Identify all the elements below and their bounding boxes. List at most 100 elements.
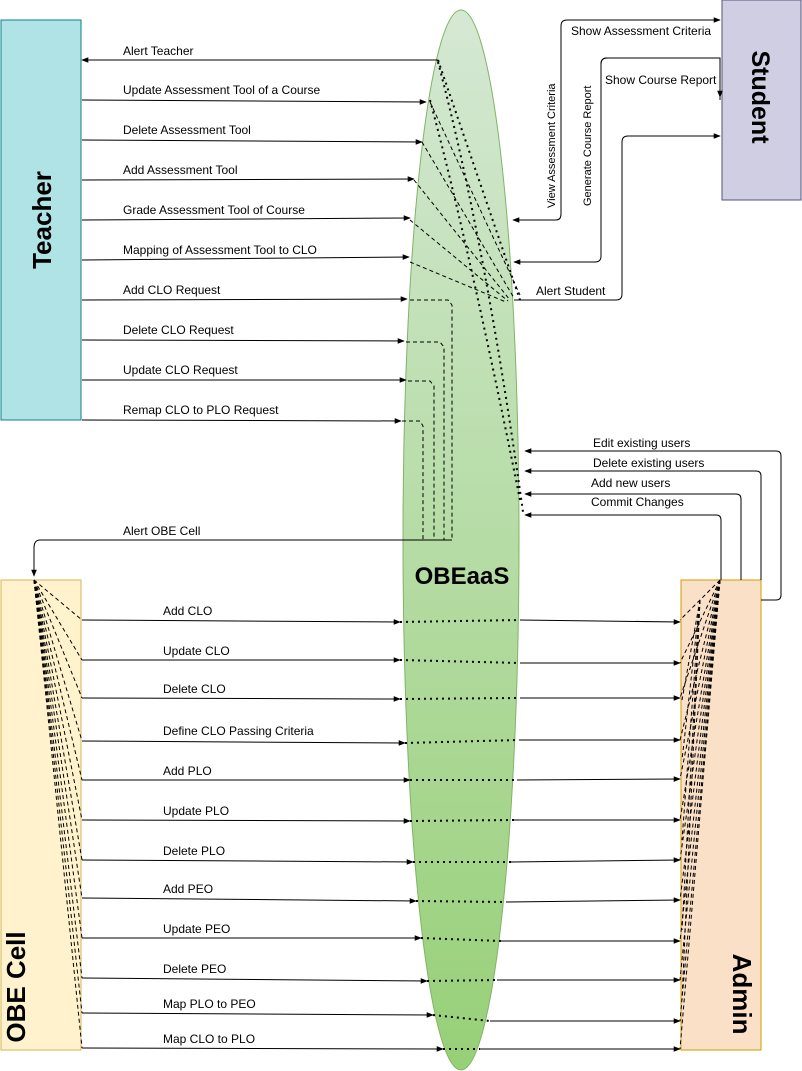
admin-fan-connector [681,599,701,841]
delete-plo-label: Delete PLO [163,844,225,858]
commit-changes-label: Commit Changes [591,495,684,509]
admin-fan-connector [679,579,721,780]
delete-clo-arrow [81,696,401,702]
add-new-users-label: Add new users [591,476,670,490]
obe-cell-fan-connector [33,579,83,781]
admin-fan-connector [679,579,721,664]
add-plo-label: Add PLO [163,764,212,778]
obe-cell-fan-connector [33,579,83,699]
delete-plo-to-admin-arrow [510,857,681,863]
alert-obe-cell-label: Alert OBE Cell [123,524,200,538]
admin-fan-connector [679,579,721,821]
mapping-of-assessment-tool-to-clo-dashed-link [409,261,507,303]
add-clo-request-label: Add CLO Request [123,283,221,297]
show-course-report-arrow [513,57,721,265]
update-peo-dotted-link [420,937,502,942]
add-clo-to-admin-arrow [519,619,681,625]
alert-student-label: Alert Student [536,284,606,298]
edit-existing-users-label: Edit existing users [593,436,690,450]
delete-clo-request-arrow [81,338,405,344]
alert-teacher-label: Alert Teacher [123,44,193,58]
edit-existing-users-arrow [524,448,782,601]
delete-peo-arrow [81,977,428,984]
grade-assessment-tool-of-course-dashed-link [409,219,509,302]
delete-peo-label: Delete PEO [163,962,226,976]
delete-assessment-tool-label: Delete Assessment Tool [123,123,251,137]
update-assessment-tool-of-a-course-dashed-link [429,101,521,296]
delete-clo-label: Delete CLO [163,682,226,696]
obe-cell-fan-connector [33,579,83,899]
add-peo-arrow [81,897,417,904]
admin-fan-connector [681,599,701,931]
obe-cell-fan-connector [33,579,83,1049]
student-flow-arrows [512,17,723,301]
map-plo-to-peo-label: Map PLO to PEO [163,997,256,1011]
obe-cell-flow-arrows [81,619,681,1052]
teacher-flow-arrows [31,57,452,577]
delete-clo-request-label: Delete CLO Request [123,323,234,337]
update-clo-request-label: Update CLO Request [123,363,238,377]
grade-assessment-tool-of-course-arrow [81,215,411,221]
grade-assessment-tool-of-course-label: Grade Assessment Tool of Course [123,203,305,217]
admin-actor-box [680,579,762,1051]
admin-fan-connector [681,599,701,761]
student-actor-box [721,0,802,201]
obe-cell-fan-connector [33,579,83,939]
define-clo-passing-criteria-dotted-link [404,739,520,744]
update-peo-label: Update PEO [163,922,230,936]
obe-cell-fan-connector [33,579,83,742]
delete-clo-request-connector [406,341,445,540]
define-clo-passing-criteria-label: Define CLO Passing Criteria [163,724,314,738]
teacher-actor-box [0,19,82,421]
teacher-label: Teacher [27,171,57,269]
remap-clo-to-plo-request-label: Remap CLO to PLO Request [123,403,279,417]
add-clo-label: Add CLO [163,604,212,618]
obe-cell-fan-connector [33,579,83,661]
add-clo-request-connector [410,299,453,540]
map-clo-to-plo-label: Map CLO to PLO [163,1032,255,1046]
add-clo-arrow [81,619,401,625]
generate-course-report-label: Generate Course Report [582,86,594,206]
admin-label: Admin [727,954,757,1035]
update-clo-dotted-link [399,659,521,664]
add-plo-to-admin-arrow [516,776,681,782]
obe-cell-label: OBE Cell [1,931,31,1042]
delete-assessment-tool-dashed-link [421,141,515,299]
admin-flow-arrows [524,448,782,601]
add-assessment-tool-arrow [81,176,415,182]
commit-changes-arrow [524,512,722,580]
mapping-of-assessment-tool-to-clo-arrow [81,254,410,261]
define-clo-passing-criteria-arrow [81,740,406,746]
obe-cell-fan-connector [33,579,83,1014]
update-plo-label: Update PLO [163,804,229,818]
update-assessment-tool-of-a-course-label: Update Assessment Tool of a Course [123,83,321,97]
admin-fan-connector [679,579,721,981]
obe-cell-fan-connector [33,579,83,979]
alert-student-arrow [514,133,721,301]
add-assessment-tool-dashed-link [413,179,511,301]
add-peo-label: Add PEO [163,882,213,896]
show-assessment-criteria-arrow [512,17,721,223]
admin-fan-connector [679,579,721,861]
alert-teacher-dotted-link [437,59,521,301]
delete-clo-dotted-link [399,697,521,700]
view-assessment-criteria-label: View Assessment Criteria [546,83,558,208]
show-course-report-label: Show Course Report [605,73,717,87]
map-plo-to-peo-arrow [81,1012,434,1018]
admin-fan-connector [681,599,701,701]
delete-plo-arrow [81,859,414,865]
add-clo-request-arrow [81,296,408,302]
student-label: Student [746,50,774,144]
add-peo-to-admin-arrow [505,897,681,903]
map-clo-to-plo-arrow [81,1046,444,1052]
admin-fan-connector [679,579,721,1050]
obeaas-label: OBEaaS [415,563,510,590]
add-clo-dotted-link [399,619,521,623]
remap-clo-request-connector [402,420,424,540]
update-plo-arrow [81,818,411,824]
add-new-users-arrow [524,491,742,580]
admin-fan-connector [681,599,701,1001]
add-assessment-tool-label: Add Assessment Tool [123,163,238,177]
